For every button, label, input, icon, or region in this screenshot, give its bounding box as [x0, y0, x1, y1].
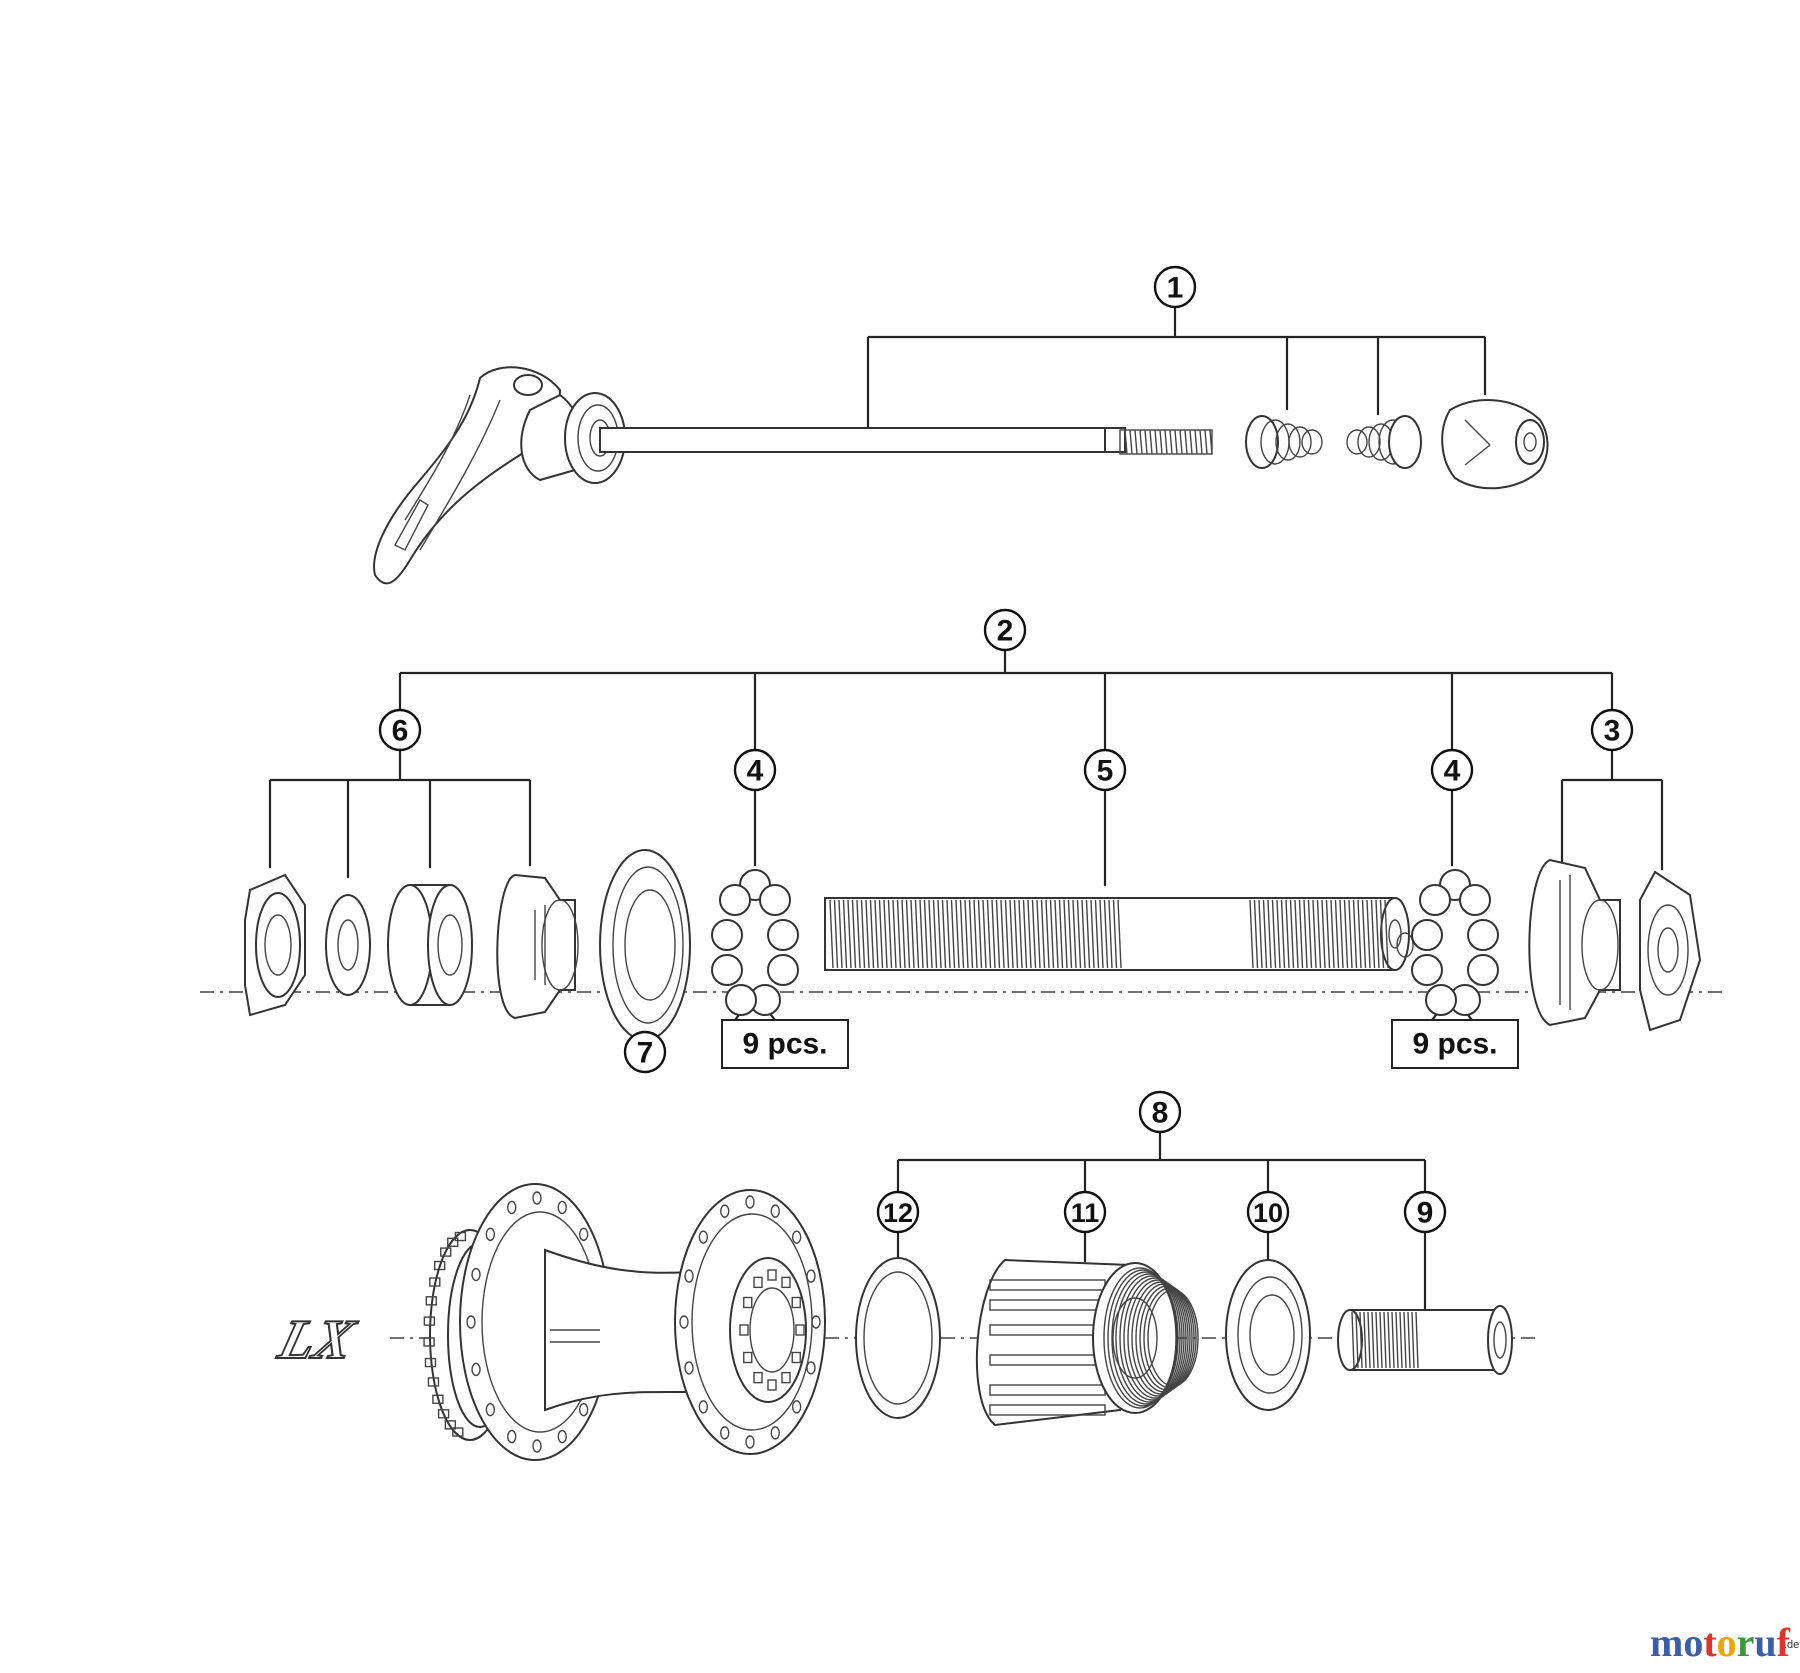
- callout-8-label: 8: [1152, 1097, 1169, 1130]
- callout-4-left: [733, 748, 777, 792]
- callout-10-label: 10: [1253, 1198, 1283, 1228]
- callout-8: [1138, 1090, 1182, 1134]
- watermark-logo: motoruf .de: [1650, 1620, 1799, 1665]
- hub-body-freehub-assembly: LX 8 12 11 10: [271, 1090, 1535, 1461]
- bearing-ball: [759, 884, 791, 916]
- bearing-ball: [767, 954, 799, 986]
- quantity-label-right: 9 pcs.: [1412, 1028, 1497, 1061]
- bearing-ball: [711, 919, 743, 951]
- watermark-text: motoruf: [1650, 1620, 1791, 1665]
- callout-11: [1063, 1190, 1107, 1234]
- callout-12: [876, 1190, 920, 1234]
- watermark-suffix: .de: [1784, 1639, 1799, 1651]
- callout-4-right-label: 4: [1444, 755, 1461, 788]
- bearing-ball: [1425, 984, 1457, 1016]
- callout-3: [1590, 708, 1634, 752]
- callout-5-label: 5: [1097, 755, 1114, 788]
- bearing-ball: [1467, 919, 1499, 951]
- quantity-box-right: [1391, 1019, 1519, 1069]
- bearing-ball: [1459, 884, 1491, 916]
- callout-7-label: 7: [637, 1037, 654, 1070]
- quantity-box-left: [721, 1019, 849, 1069]
- callout-4-left-label: 4: [747, 755, 764, 788]
- bearing-ball: [725, 984, 757, 1016]
- callout-1: [1153, 265, 1197, 309]
- hub-axle-assembly: 2 6 3 4 5 4 7 9 pcs. 9 pcs.: [200, 608, 1725, 1074]
- callout-9-label: 9: [1417, 1197, 1434, 1230]
- bearing-ball: [1411, 919, 1443, 951]
- bearing-ball: [1419, 884, 1451, 916]
- bearing-ball: [767, 919, 799, 951]
- callout-6: [378, 708, 422, 752]
- callout-2-label: 2: [997, 615, 1014, 648]
- callout-1-label: 1: [1167, 272, 1184, 305]
- callout-2: [983, 608, 1027, 652]
- bearing-ball: [711, 954, 743, 986]
- callout-10: [1246, 1190, 1290, 1234]
- callout-5: [1083, 748, 1127, 792]
- bearing-ball: [1467, 954, 1499, 986]
- hub-logo-lx: LX: [272, 1309, 363, 1371]
- bearing-ball: [1411, 954, 1443, 986]
- callout-12-label: 12: [883, 1198, 913, 1228]
- quantity-label-left: 9 pcs.: [742, 1028, 827, 1061]
- callout-11-label: 11: [1071, 1198, 1100, 1228]
- callout-3-label: 3: [1604, 715, 1621, 748]
- quick-release-assembly: 1: [373, 265, 1549, 585]
- callout-4-right: [1430, 748, 1474, 792]
- bearing-ball: [719, 884, 751, 916]
- callout-7: [623, 1030, 667, 1074]
- callout-6-label: 6: [392, 715, 409, 748]
- callout-9: [1403, 1190, 1447, 1234]
